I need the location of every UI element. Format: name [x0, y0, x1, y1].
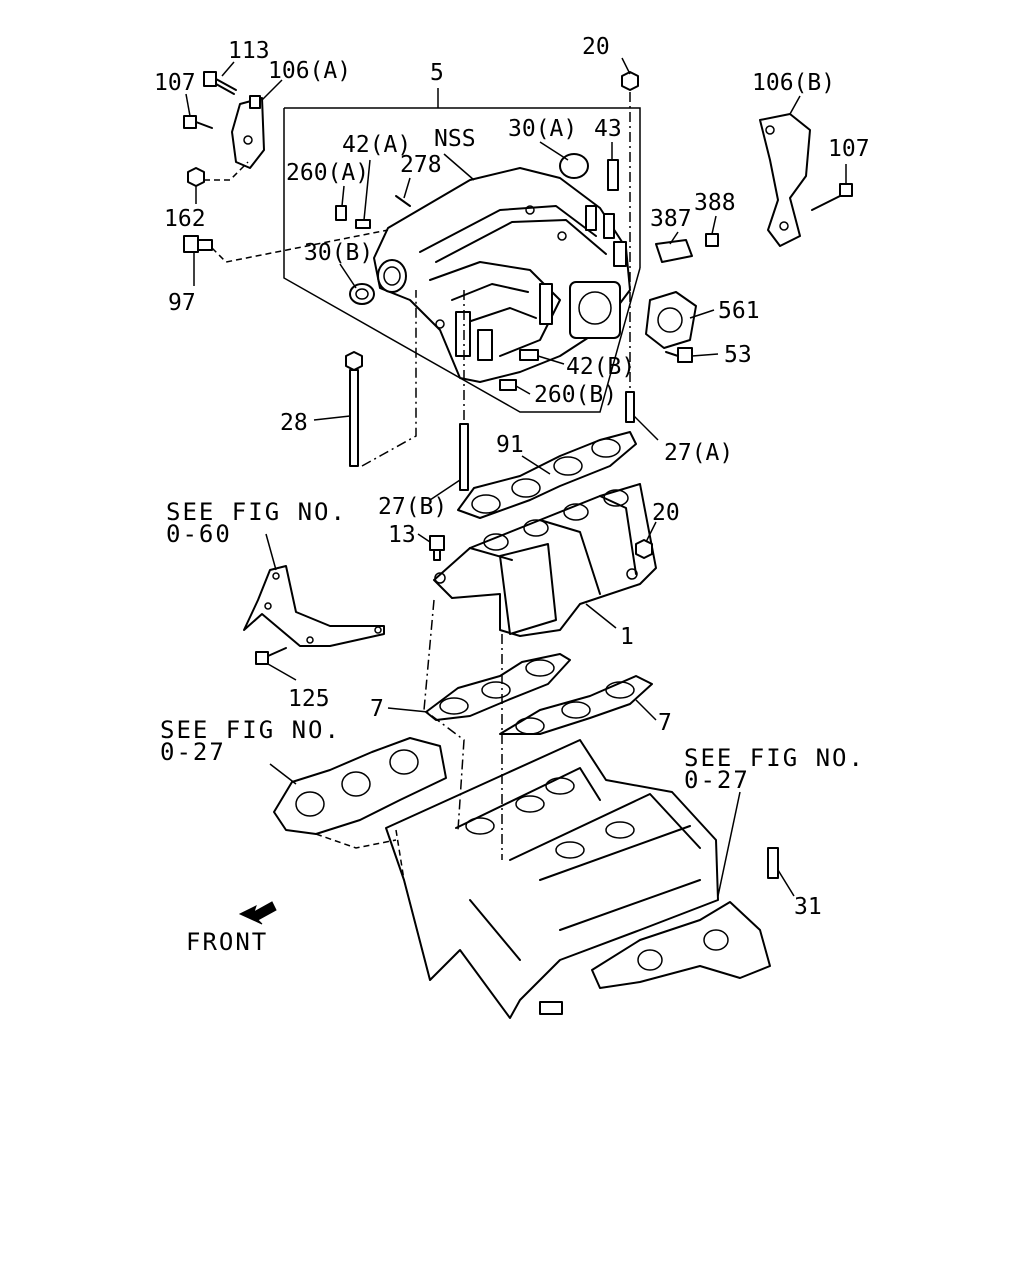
callout-31: 31 — [794, 894, 822, 920]
upper-assembly-outline — [283, 88, 641, 413]
see-fig-ref-0-60-line2: 0-60 — [166, 520, 232, 548]
bolt-113 — [203, 71, 237, 95]
bracket-106a — [231, 95, 265, 169]
pin-278 — [395, 195, 411, 207]
callout-27b: 27(B) — [378, 494, 447, 520]
pin-42b-260b — [499, 349, 539, 391]
callout-30a: 30(A) — [508, 116, 577, 142]
callout-20-top: 20 — [582, 34, 610, 60]
bracket-fig-0-60 — [243, 565, 385, 647]
callout-125: 125 — [288, 686, 330, 712]
callout-43: 43 — [594, 116, 622, 142]
upper-intake-plenum — [373, 153, 631, 383]
sensor-31 — [767, 847, 779, 879]
callout-1: 1 — [620, 624, 634, 650]
bracket-106b — [759, 113, 811, 247]
leader-lines — [185, 57, 847, 897]
callout-260b: 260(B) — [534, 382, 617, 408]
gasket-7-left — [425, 653, 571, 721]
gasket-7-right — [499, 675, 653, 735]
callout-labels: 113 107 106(A) 5 20 106(B) 107 42(A) NSS… — [154, 34, 870, 920]
callout-106b: 106(B) — [752, 70, 835, 96]
callout-387: 387 — [650, 206, 692, 232]
callout-13: 13 — [388, 522, 416, 548]
callout-107-right: 107 — [828, 136, 870, 162]
bolt-28 — [345, 351, 363, 467]
front-arrow-icon — [238, 901, 277, 925]
cylinder-block — [385, 739, 719, 1019]
callout-97: 97 — [168, 290, 196, 316]
callout-27a: 27(A) — [664, 440, 733, 466]
nut-162 — [187, 167, 205, 187]
see-fig-ref-0-60-line1: SEE FIG NO. — [166, 498, 347, 526]
callout-53: 53 — [724, 342, 752, 368]
nut-20-top — [621, 71, 639, 91]
see-fig-ref-0-27-left-line1: SEE FIG NO. — [160, 716, 341, 744]
callout-91: 91 — [496, 432, 524, 458]
callout-106a: 106(A) — [268, 58, 351, 84]
callout-42b: 42(B) — [566, 354, 635, 380]
bolt-107-right — [811, 183, 853, 211]
stud-43 — [607, 159, 619, 191]
see-fig-ref-0-27-left-line2: 0-27 — [160, 738, 226, 766]
callout-388: 388 — [694, 190, 736, 216]
bolt-107-left — [183, 115, 213, 129]
callout-28: 28 — [280, 410, 308, 436]
callout-107-left: 107 — [154, 70, 196, 96]
gasket-561 — [645, 291, 697, 349]
gasket-91 — [457, 431, 637, 519]
front-label: FRONT — [186, 928, 268, 956]
seal-30b — [349, 283, 375, 305]
lower-intake-manifold — [433, 483, 657, 637]
bolt-53 — [665, 347, 693, 363]
callout-278: 278 — [400, 152, 442, 178]
callout-113: 113 — [228, 38, 270, 64]
sensor-97 — [183, 235, 213, 253]
bolt-388 — [705, 233, 719, 247]
bolt-125 — [255, 647, 287, 665]
callout-260a: 260(A) — [286, 160, 369, 186]
gasket-387 — [655, 239, 693, 263]
callout-30b: 30(B) — [304, 240, 373, 266]
pin-42a-260a — [335, 205, 371, 229]
stud-27b — [459, 423, 469, 491]
callout-42a: 42(A) — [342, 132, 411, 158]
stud-27a — [625, 391, 635, 423]
callout-7-right: 7 — [658, 710, 672, 736]
callout-561: 561 — [718, 298, 760, 324]
callout-5: 5 — [430, 60, 444, 86]
bolt-13 — [429, 535, 445, 561]
callout-7-left: 7 — [370, 696, 384, 722]
callout-20-lower: 20 — [652, 500, 680, 526]
see-fig-ref-0-27-right-line1: SEE FIG NO. — [684, 744, 865, 772]
see-fig-ref-0-27-right-line2: 0-27 — [684, 766, 750, 794]
exhaust-manifold-right — [591, 901, 771, 989]
figure-references: SEE FIG NO. 0-60 SEE FIG NO. 0-27 SEE FI… — [160, 498, 865, 956]
callout-162: 162 — [164, 206, 206, 232]
nut-20-lower — [635, 539, 653, 559]
callout-nss: NSS — [434, 126, 476, 152]
exhaust-manifold-left — [273, 737, 447, 835]
